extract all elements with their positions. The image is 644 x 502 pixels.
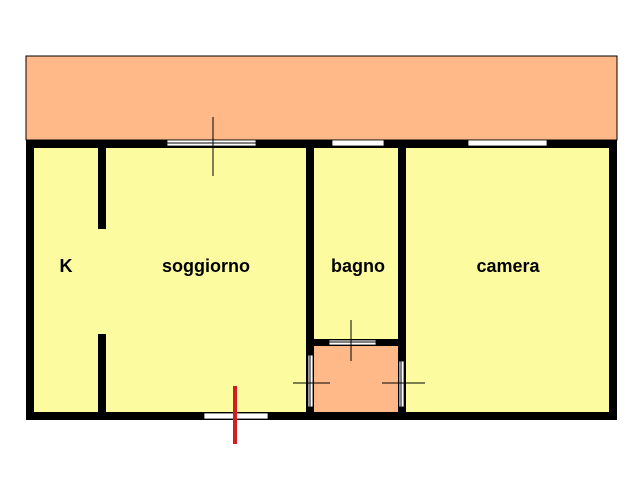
wall-soggiorno-bagno [306, 140, 314, 420]
cross-marker-bagno-door [329, 320, 376, 361]
wall-bagno-camera [398, 140, 406, 420]
wall-left [26, 140, 34, 420]
room-label-k: K [60, 256, 73, 276]
cross-marker-left-door [293, 355, 330, 407]
room-bagno-floor [313, 145, 402, 342]
room-soggiorno-floor [101, 145, 310, 415]
cross-marker-right-door [382, 361, 425, 407]
window-camera [467, 139, 548, 147]
wall-kitchen-upper [98, 140, 106, 229]
window-bagno [331, 139, 385, 147]
wall-right [609, 140, 617, 420]
wall-bottom [26, 412, 617, 420]
room-label-bagno: bagno [331, 256, 385, 276]
room-k-floor [31, 145, 101, 415]
wall-kitchen-lower [98, 334, 106, 420]
terrace [25, 55, 618, 141]
cross-marker-soggiorno [167, 117, 256, 176]
room-camera-floor [402, 145, 613, 415]
cross-markers [167, 117, 425, 407]
landing-floor [313, 342, 402, 415]
room-label-soggiorno: soggiorno [162, 256, 250, 276]
room-label-camera: camera [476, 256, 540, 276]
wall-top [26, 140, 617, 148]
